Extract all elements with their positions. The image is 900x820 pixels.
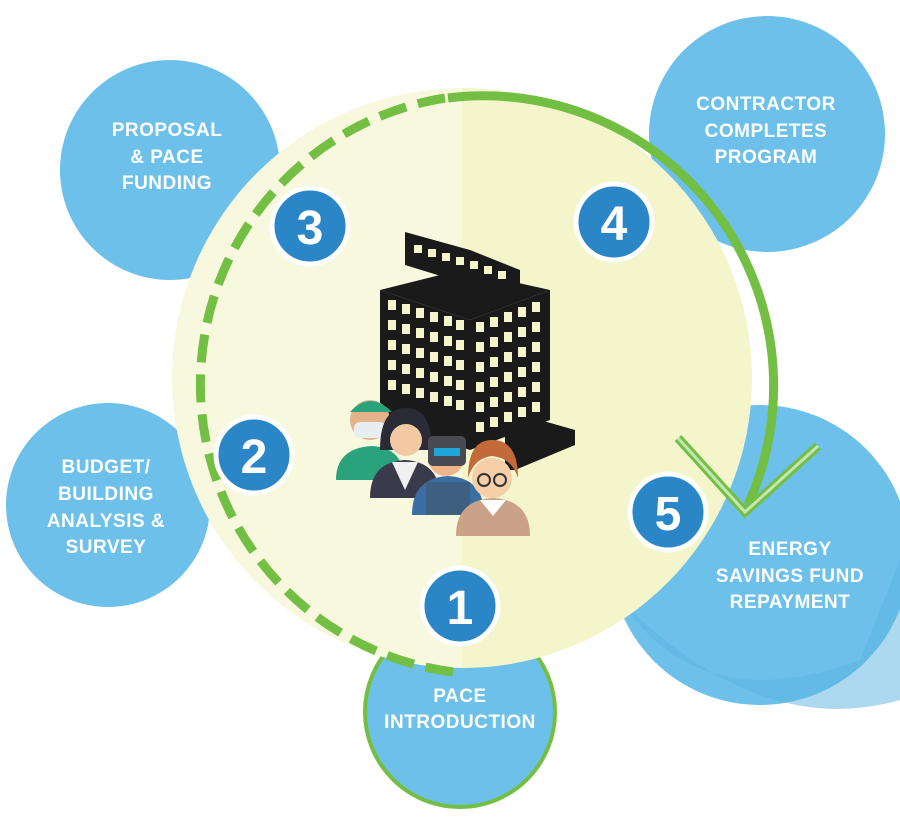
stage-number-badge-4: 4 <box>573 181 655 263</box>
office-building-icon <box>380 232 575 470</box>
stage-label-4-line-1: CONTRACTOR <box>696 94 836 115</box>
stage-number-2: 2 <box>241 431 268 484</box>
stage-label-5: ENERGY SAVINGS FUND REPAYMENT <box>716 539 864 613</box>
stage-label-2-line-3: ANALYSIS & <box>47 511 165 532</box>
stage-label-4: CONTRACTOR COMPLETES PROGRAM <box>696 94 836 168</box>
stage-label-1: PACE INTRODUCTION <box>384 686 536 733</box>
stage-label-4-line-2: COMPLETES <box>705 121 828 142</box>
progress-arrow-icon <box>447 91 822 519</box>
stage-number-badge-1: 1 <box>419 565 501 647</box>
stage-number-5: 5 <box>655 488 682 541</box>
stage-label-3: PROPOSAL & PACE FUNDING <box>112 120 223 194</box>
stage-label-2-line-1: BUDGET/ <box>62 457 151 478</box>
people-group-icon <box>336 400 530 536</box>
stage-label-5-line-2: SAVINGS FUND <box>716 566 864 587</box>
stage-label-3-line-1: PROPOSAL <box>112 120 223 141</box>
stage-number-badge-3: 3 <box>269 185 351 267</box>
stage-number-3: 3 <box>297 202 324 255</box>
stage-label-3-line-3: FUNDING <box>122 173 212 194</box>
stage-label-2: BUDGET/ BUILDING ANALYSIS & SURVEY <box>47 457 165 558</box>
stage-number-1: 1 <box>447 582 474 635</box>
stage-label-4-line-3: PROGRAM <box>715 147 818 168</box>
stage-label-2-line-4: SURVEY <box>66 537 147 558</box>
stage-label-3-line-2: & PACE <box>130 147 203 168</box>
stage-label-5-line-3: REPAYMENT <box>730 592 851 613</box>
stage-bubble-4 <box>649 16 885 252</box>
stage-label-2-line-2: BUILDING <box>58 484 154 505</box>
stage-number-4: 4 <box>601 198 628 251</box>
stage-label-1-line-2: INTRODUCTION <box>384 712 536 733</box>
stage-label-1-line-1: PACE <box>433 686 486 707</box>
stage-bubble-2 <box>6 403 210 607</box>
stage-number-badge-5: 5 <box>627 471 709 553</box>
stage-number-badge-2: 2 <box>213 414 295 496</box>
dashed-progress-arc <box>195 93 454 677</box>
stage-label-5-line-1: ENERGY <box>748 539 831 560</box>
